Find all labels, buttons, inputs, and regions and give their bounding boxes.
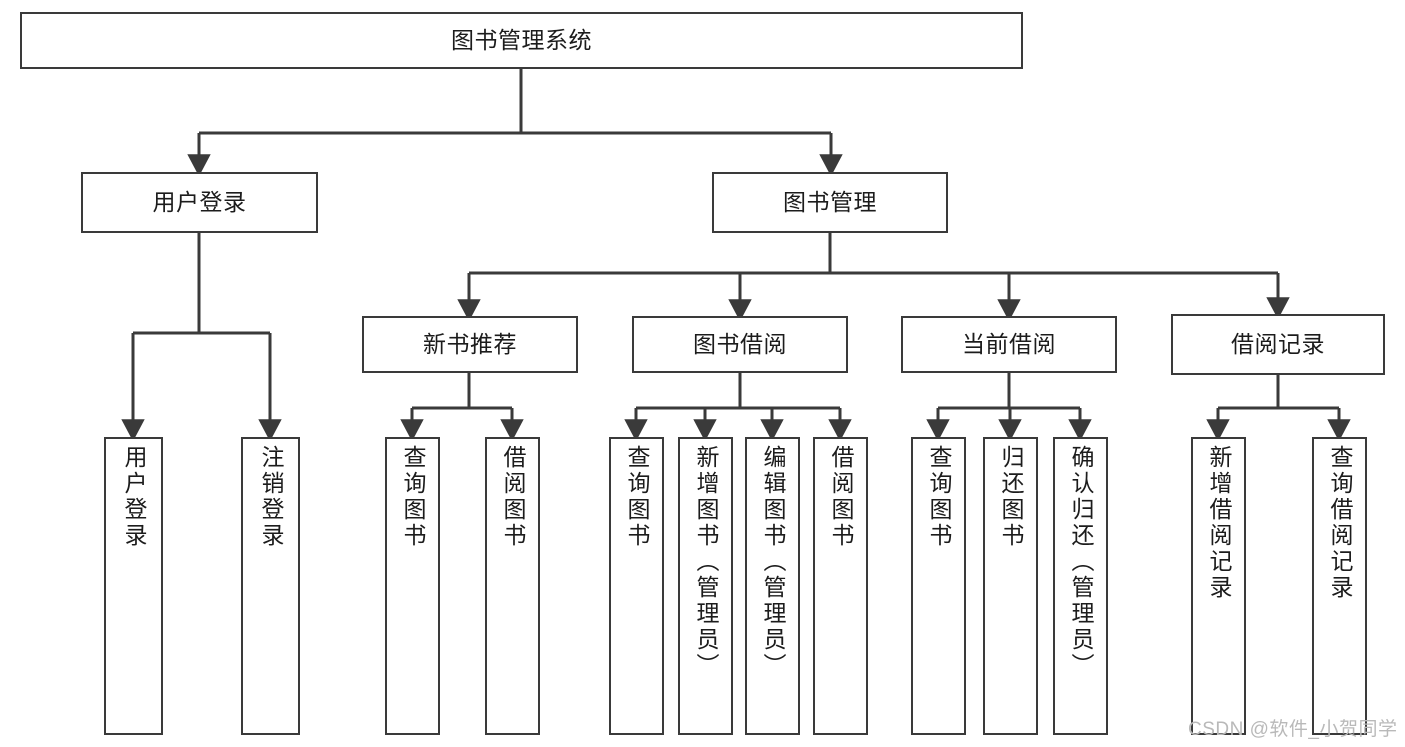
- node-leaf-add-book-admin-label: 新增图书（管理员）: [693, 445, 719, 679]
- node-leaf-borrow-book-recommend-label: 借阅图书: [500, 445, 526, 549]
- node-leaf-return-book-label: 归还图书: [998, 445, 1024, 549]
- node-leaf-query-book-current-label: 查询图书: [926, 445, 952, 549]
- node-new-book-recommend[interactable]: 新书推荐: [362, 316, 578, 373]
- node-leaf-edit-book-admin-label: 编辑图书（管理员）: [760, 445, 786, 679]
- node-leaf-query-book-borrow[interactable]: 查询图书: [609, 437, 664, 735]
- node-root[interactable]: 图书管理系统: [20, 12, 1023, 69]
- csdn-watermark: CSDN @软件_小贺同学: [1188, 719, 1398, 740]
- node-book-manage-label: 图书管理: [783, 188, 877, 215]
- node-borrow-record[interactable]: 借阅记录: [1171, 314, 1385, 375]
- node-leaf-user-logout[interactable]: 注销登录: [241, 437, 300, 735]
- node-book-manage[interactable]: 图书管理: [712, 172, 948, 233]
- node-user-login-label: 用户登录: [152, 188, 247, 215]
- node-leaf-confirm-return-admin-label: 确认归还（管理员）: [1068, 445, 1094, 679]
- node-leaf-add-borrow-record-label: 新增借阅记录: [1206, 445, 1232, 601]
- node-leaf-query-book-current[interactable]: 查询图书: [911, 437, 966, 735]
- node-leaf-borrow-book-recommend[interactable]: 借阅图书: [485, 437, 540, 735]
- node-leaf-user-login[interactable]: 用户登录: [104, 437, 163, 735]
- node-leaf-add-book-admin[interactable]: 新增图书（管理员）: [678, 437, 733, 735]
- node-root-label: 图书管理系统: [451, 26, 592, 53]
- node-leaf-query-book-borrow-label: 查询图书: [624, 445, 650, 549]
- node-leaf-query-borrow-record-label: 查询借阅记录: [1327, 445, 1353, 601]
- node-user-login[interactable]: 用户登录: [81, 172, 318, 233]
- node-leaf-query-borrow-record[interactable]: 查询借阅记录: [1312, 437, 1367, 735]
- node-current-borrow[interactable]: 当前借阅: [901, 316, 1117, 373]
- node-new-book-recommend-label: 新书推荐: [423, 330, 517, 357]
- node-leaf-add-borrow-record[interactable]: 新增借阅记录: [1191, 437, 1246, 735]
- node-leaf-borrow-book[interactable]: 借阅图书: [813, 437, 868, 735]
- node-leaf-query-book-recommend[interactable]: 查询图书: [385, 437, 440, 735]
- node-borrow-record-label: 借阅记录: [1231, 330, 1325, 357]
- node-leaf-edit-book-admin[interactable]: 编辑图书（管理员）: [745, 437, 800, 735]
- node-current-borrow-label: 当前借阅: [962, 330, 1056, 357]
- node-book-borrow[interactable]: 图书借阅: [632, 316, 848, 373]
- node-leaf-user-logout-label: 注销登录: [258, 445, 284, 549]
- node-book-borrow-label: 图书借阅: [693, 330, 787, 357]
- node-leaf-return-book[interactable]: 归还图书: [983, 437, 1038, 735]
- node-leaf-user-login-label: 用户登录: [121, 445, 147, 549]
- node-leaf-query-book-recommend-label: 查询图书: [400, 445, 426, 549]
- node-leaf-borrow-book-label: 借阅图书: [828, 445, 854, 549]
- node-leaf-confirm-return-admin[interactable]: 确认归还（管理员）: [1053, 437, 1108, 735]
